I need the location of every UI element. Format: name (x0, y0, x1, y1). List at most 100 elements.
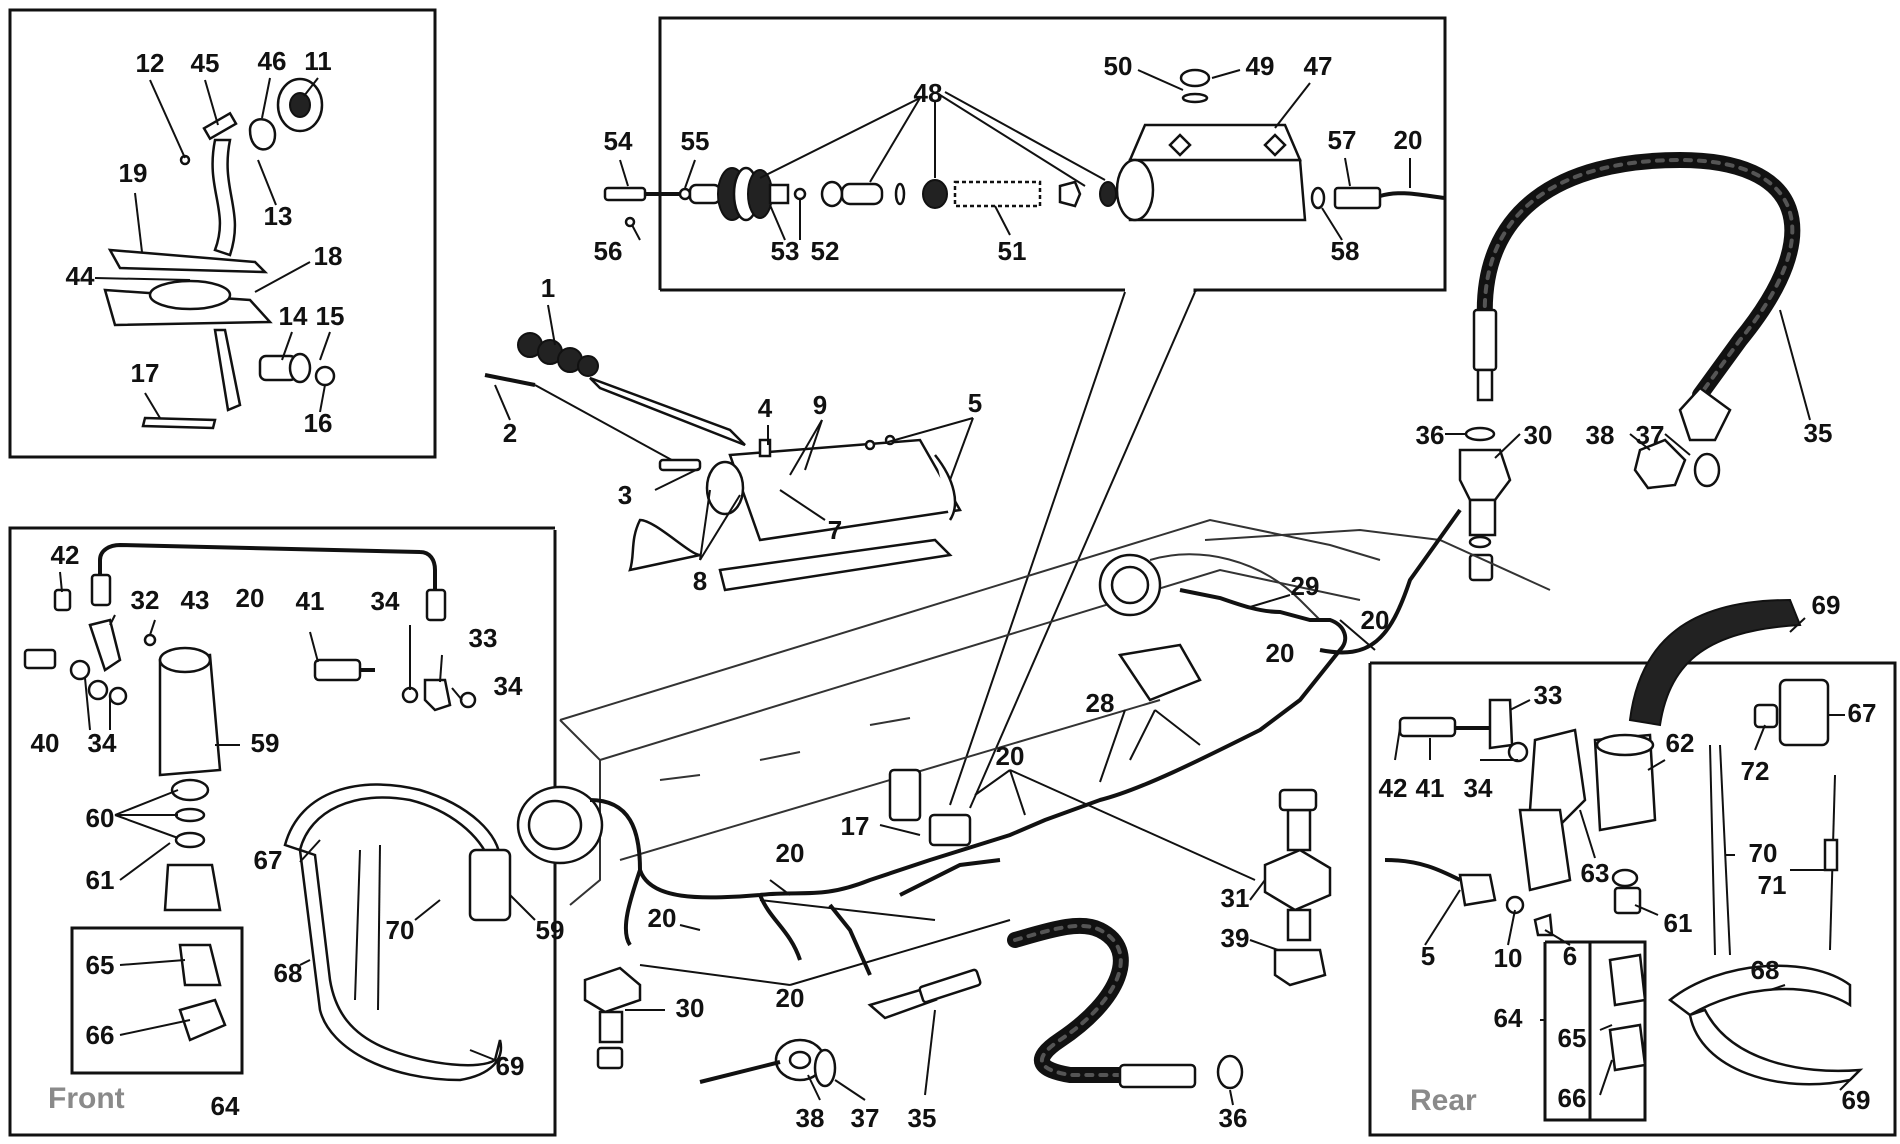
pedal-inset-callouts: 12 45 46 11 19 13 44 18 14 15 17 16 (66, 46, 345, 438)
callout-67: 67 (254, 845, 283, 875)
callout-59-a: 59 (251, 728, 280, 758)
callout-53: 53 (771, 236, 800, 266)
callout-49: 49 (1246, 51, 1275, 81)
callout-20-a: 20 (1266, 638, 1295, 668)
callout-15: 15 (316, 301, 345, 331)
callout-35: 35 (908, 1103, 937, 1133)
callout-20-b: 20 (1361, 605, 1390, 635)
callout-3: 3 (618, 480, 632, 510)
front-leaders (59, 571, 536, 1061)
callout-46: 46 (258, 46, 287, 76)
callout-5: 5 (1421, 941, 1435, 971)
callout-37: 37 (1636, 420, 1665, 450)
callout-72: 72 (1741, 756, 1770, 786)
callout-9: 9 (813, 390, 827, 420)
callout-36: 36 (1416, 420, 1445, 450)
front-section-label: Front (48, 1082, 125, 1115)
callout-20: 20 (1394, 125, 1423, 155)
callout-35: 35 (1804, 418, 1833, 448)
rear-adjuster-sub-inset (1543, 940, 1647, 1122)
master-cylinder-pointer-lines (949, 291, 1196, 809)
callout-32: 32 (131, 585, 160, 615)
rear-callouts: 69 33 67 62 72 42 41 34 63 70 71 5 10 6 … (1379, 590, 1877, 1115)
callout-33: 33 (469, 623, 498, 653)
callout-45: 45 (191, 48, 220, 78)
callout-65: 65 (86, 950, 115, 980)
callout-57: 57 (1328, 125, 1357, 155)
callout-20-e: 20 (648, 903, 677, 933)
callout-60: 60 (86, 803, 115, 833)
chassis-callouts: 29 20 20 28 20 17 20 20 20 31 39 30 38 3… (648, 571, 1390, 1133)
callout-37: 37 (851, 1103, 880, 1133)
callout-34: 34 (1464, 773, 1493, 803)
callout-69: 69 (496, 1051, 525, 1081)
rear-leaders (1394, 617, 1856, 1096)
callout-18: 18 (314, 241, 343, 271)
callout-64: 64 (1494, 1003, 1523, 1033)
callout-62: 62 (1666, 728, 1695, 758)
callout-34-b: 34 (88, 728, 117, 758)
callout-64: 64 (211, 1091, 240, 1121)
master-cylinder-leaders (619, 69, 1411, 241)
callout-20: 20 (236, 583, 265, 613)
callout-20-d: 20 (776, 838, 805, 868)
callout-29: 29 (1291, 571, 1320, 601)
front-callouts: 42 20 32 43 41 34 33 40 34 34 59 60 61 6… (31, 540, 565, 1121)
callout-30: 30 (676, 993, 705, 1023)
callout-70: 70 (1749, 838, 1778, 868)
pedal-assembly (103, 77, 336, 430)
callout-43: 43 (181, 585, 210, 615)
pedal-inset-leaders (94, 77, 331, 419)
callout-42: 42 (1379, 773, 1408, 803)
callout-47: 47 (1304, 51, 1333, 81)
chassis-frame (516, 518, 1551, 906)
callout-17: 17 (131, 358, 160, 388)
rear-inset-frame (1368, 661, 1897, 1137)
callout-11: 11 (304, 46, 332, 76)
callout-69-b: 69 (1842, 1085, 1871, 1115)
callout-41: 41 (296, 586, 325, 616)
callout-44: 44 (66, 261, 95, 291)
rear-section-label: Rear (1410, 1084, 1477, 1117)
handbrake-callouts: 1 2 4 9 5 3 7 8 (503, 273, 982, 596)
chassis-tee-connectors (583, 788, 1332, 1070)
callout-34-a: 34 (371, 586, 400, 616)
handbrake-assembly (484, 332, 962, 592)
callout-30: 30 (1524, 420, 1553, 450)
callout-56: 56 (594, 236, 623, 266)
callout-58: 58 (1331, 236, 1360, 266)
callout-31: 31 (1221, 883, 1250, 913)
callout-1: 1 (541, 273, 555, 303)
callout-59-b: 59 (536, 915, 565, 945)
callout-8: 8 (693, 566, 707, 596)
callout-70: 70 (386, 915, 415, 945)
callout-41: 41 (1416, 773, 1445, 803)
callout-17: 17 (841, 811, 870, 841)
front-flexible-hose (699, 917, 1244, 1090)
callout-38: 38 (796, 1103, 825, 1133)
callout-65: 65 (1558, 1023, 1587, 1053)
callout-10: 10 (1494, 943, 1523, 973)
front-inset-frame (8, 526, 557, 1137)
callout-48: 48 (914, 78, 943, 108)
callout-71: 71 (1758, 870, 1787, 900)
callout-55: 55 (681, 126, 710, 156)
chassis-leaders (625, 594, 1376, 1106)
callout-4: 4 (758, 393, 773, 423)
callout-52: 52 (811, 236, 840, 266)
front-adjuster-sub-inset (70, 926, 244, 1075)
rear-hose-leaders (1445, 309, 1811, 459)
callout-34-c: 34 (494, 671, 523, 701)
master-cylinder-inset-frame (658, 16, 1447, 292)
callout-28: 28 (1086, 688, 1115, 718)
front-brake-parts (23, 542, 512, 1082)
callout-61: 61 (1664, 908, 1693, 938)
handbrake-leaders (494, 304, 974, 561)
master-cylinder-parts (603, 68, 1446, 228)
callout-66: 66 (86, 1020, 115, 1050)
callout-42: 42 (51, 540, 80, 570)
rear-flexible-hose (1458, 151, 1801, 582)
callout-12: 12 (136, 48, 165, 78)
callout-69-a: 69 (1812, 590, 1841, 620)
